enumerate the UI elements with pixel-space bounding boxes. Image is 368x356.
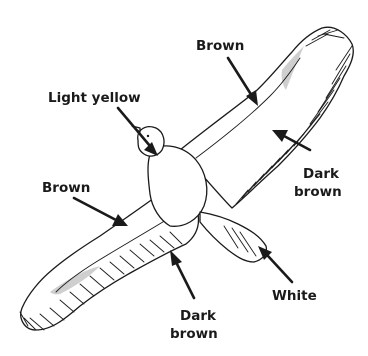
arrowhead-dark-brown-bottom — [170, 250, 182, 266]
label-brown-left: Brown — [42, 180, 90, 196]
arrow-brown-top — [228, 58, 252, 96]
label-light-yellow: Light yellow — [48, 90, 141, 106]
label-dark-brown-bottom-line2: brown — [170, 326, 218, 342]
label-dark-brown-right-line1: Dark — [303, 166, 340, 182]
label-white: White — [272, 288, 317, 304]
label-brown-top: Brown — [196, 38, 244, 54]
arrow-dark-brown-bottom — [176, 262, 194, 298]
label-dark-brown-bottom-line1: Dark — [180, 308, 217, 324]
arrow-white — [268, 256, 292, 282]
label-dark-brown-right-line2: brown — [294, 184, 342, 200]
eye — [147, 135, 149, 137]
arrow-brown-left — [74, 198, 116, 220]
tail — [200, 212, 266, 262]
